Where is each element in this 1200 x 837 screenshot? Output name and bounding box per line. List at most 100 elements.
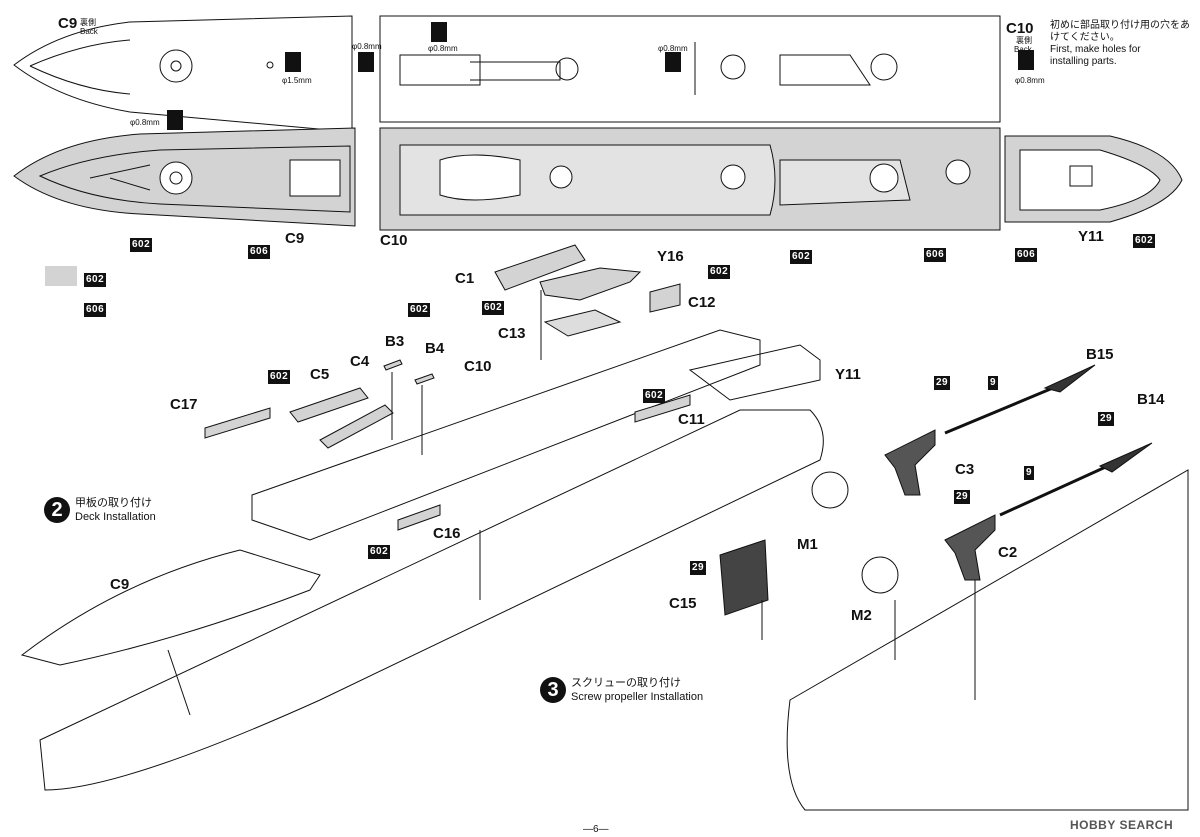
step-3-jp: スクリューの取り付け	[571, 677, 681, 689]
c5-part	[289, 387, 369, 423]
part-c13: C13	[498, 325, 526, 342]
m2-propeller	[861, 556, 899, 594]
label-c10-back-jp: 裏側	[1016, 36, 1032, 45]
label-y11-top: Y11	[1078, 228, 1104, 245]
c10-deck-assembly	[251, 329, 821, 541]
part-c5: C5	[310, 366, 330, 383]
part-c16: C16	[433, 525, 461, 542]
b4-part	[414, 373, 435, 385]
code-29-a: 29	[934, 376, 951, 390]
c11-part	[634, 394, 691, 423]
hole-dia-2: φ1.5mm	[282, 76, 312, 85]
c9-front-view	[13, 127, 356, 227]
part-y16: Y16	[657, 248, 684, 265]
code-602-b: 602	[408, 303, 431, 317]
label-c9-back: C9	[58, 15, 78, 32]
hole-dia-1: φ0.8mm	[352, 42, 382, 51]
part-m2: M2	[851, 607, 872, 624]
legend-606: 606	[84, 303, 107, 317]
code-9-a: 9	[988, 376, 999, 390]
hole-note-jp: 初めに部品取り付け用の穴をあけてください。	[1050, 20, 1190, 43]
c9-back-view	[13, 15, 353, 133]
part-c10: C10	[464, 358, 492, 375]
code-606-c9: 606	[248, 245, 271, 259]
watermark: HOBBY SEARCH	[1070, 818, 1174, 832]
hole-note-en-1: First, make holes for	[1050, 44, 1141, 55]
part-y11: Y11	[835, 366, 861, 383]
step-2-jp: 甲板の取り付け	[75, 497, 152, 509]
c4-part	[319, 404, 394, 449]
label-c9-back-jp: 裏側	[80, 18, 96, 27]
part-c4: C4	[350, 353, 370, 370]
label-c10-back: C10	[1006, 20, 1034, 37]
part-c11: C11	[678, 411, 705, 428]
label-c9-back-en: Back	[80, 27, 98, 36]
part-c9: C9	[110, 576, 130, 593]
part-c2: C2	[998, 544, 1018, 561]
m1-propeller	[811, 471, 849, 509]
part-c1: C1	[455, 270, 475, 287]
hole-dia-6: φ0.8mm	[130, 118, 160, 127]
c10-back-view	[379, 15, 1001, 123]
b15-rod	[944, 364, 1096, 435]
step-3-en: Screw propeller Installation	[571, 691, 704, 703]
code-602-c12: 602	[708, 265, 731, 279]
code-602-c1: 602	[482, 301, 505, 315]
hole-dia-4: φ0.8mm	[658, 44, 688, 53]
part-b14: B14	[1137, 391, 1165, 408]
c10-front-view	[379, 127, 1001, 231]
c16-part	[397, 504, 441, 531]
c2-part	[944, 514, 996, 581]
code-29-d: 29	[690, 561, 707, 575]
code-602-y11: 602	[1133, 234, 1156, 248]
swatch-602	[45, 266, 77, 286]
code-9-b: 9	[1024, 466, 1035, 480]
hull	[39, 409, 824, 791]
code-606-c10: 606	[924, 248, 947, 262]
part-b4: B4	[425, 340, 445, 357]
code-606-y11: 606	[1015, 248, 1038, 262]
code-602-c10: 602	[790, 250, 813, 264]
hole-dia-3: φ0.8mm	[428, 44, 458, 53]
step-3-heading: 3 スクリューの取り付け Screw propeller Installatio…	[540, 676, 703, 704]
hole-note: 初めに部品取り付け用の穴をあけてください。 First, make holes …	[1050, 20, 1195, 68]
c13-part	[543, 309, 622, 337]
c3-part	[884, 429, 936, 496]
b3-part	[383, 359, 403, 371]
part-b3: B3	[385, 333, 405, 350]
c15-rudder	[719, 539, 769, 640]
step-3-number: 3	[540, 677, 566, 703]
drill-hole-symbols	[167, 22, 1034, 130]
label-c9-top: C9	[285, 230, 305, 247]
c17-part	[204, 407, 271, 439]
label-c10-back-en: Back	[1014, 45, 1032, 54]
step-2-en: Deck Installation	[75, 511, 156, 523]
code-602-c16: 602	[368, 545, 391, 559]
step-2-heading: 2 甲板の取り付け Deck Installation	[44, 496, 156, 524]
step-2-number: 2	[44, 497, 70, 523]
label-c10-top: C10	[380, 232, 408, 249]
y11-front-view	[1004, 135, 1183, 223]
c12-part	[649, 283, 681, 313]
code-29-c: 29	[954, 490, 971, 504]
part-c12: C12	[688, 294, 716, 311]
hole-note-en-2: installing parts.	[1050, 56, 1117, 67]
c9-deck-assembly	[20, 549, 321, 666]
stern-hull	[786, 469, 1189, 811]
b14-rod	[999, 442, 1153, 517]
code-602-c9: 602	[130, 238, 153, 252]
legend-602: 602	[84, 273, 107, 287]
page-number: —6—	[583, 824, 609, 835]
part-b15: B15	[1086, 346, 1114, 363]
part-c3: C3	[955, 461, 975, 478]
part-m1: M1	[797, 536, 818, 553]
c1-part	[494, 244, 586, 291]
code-602-c11: 602	[643, 389, 666, 403]
part-c17: C17	[170, 396, 198, 413]
hole-dia-5: φ0.8mm	[1015, 76, 1045, 85]
code-602-c5: 602	[268, 370, 291, 384]
y16-part	[539, 267, 642, 301]
arrows	[167, 290, 976, 716]
part-c15: C15	[669, 595, 697, 612]
